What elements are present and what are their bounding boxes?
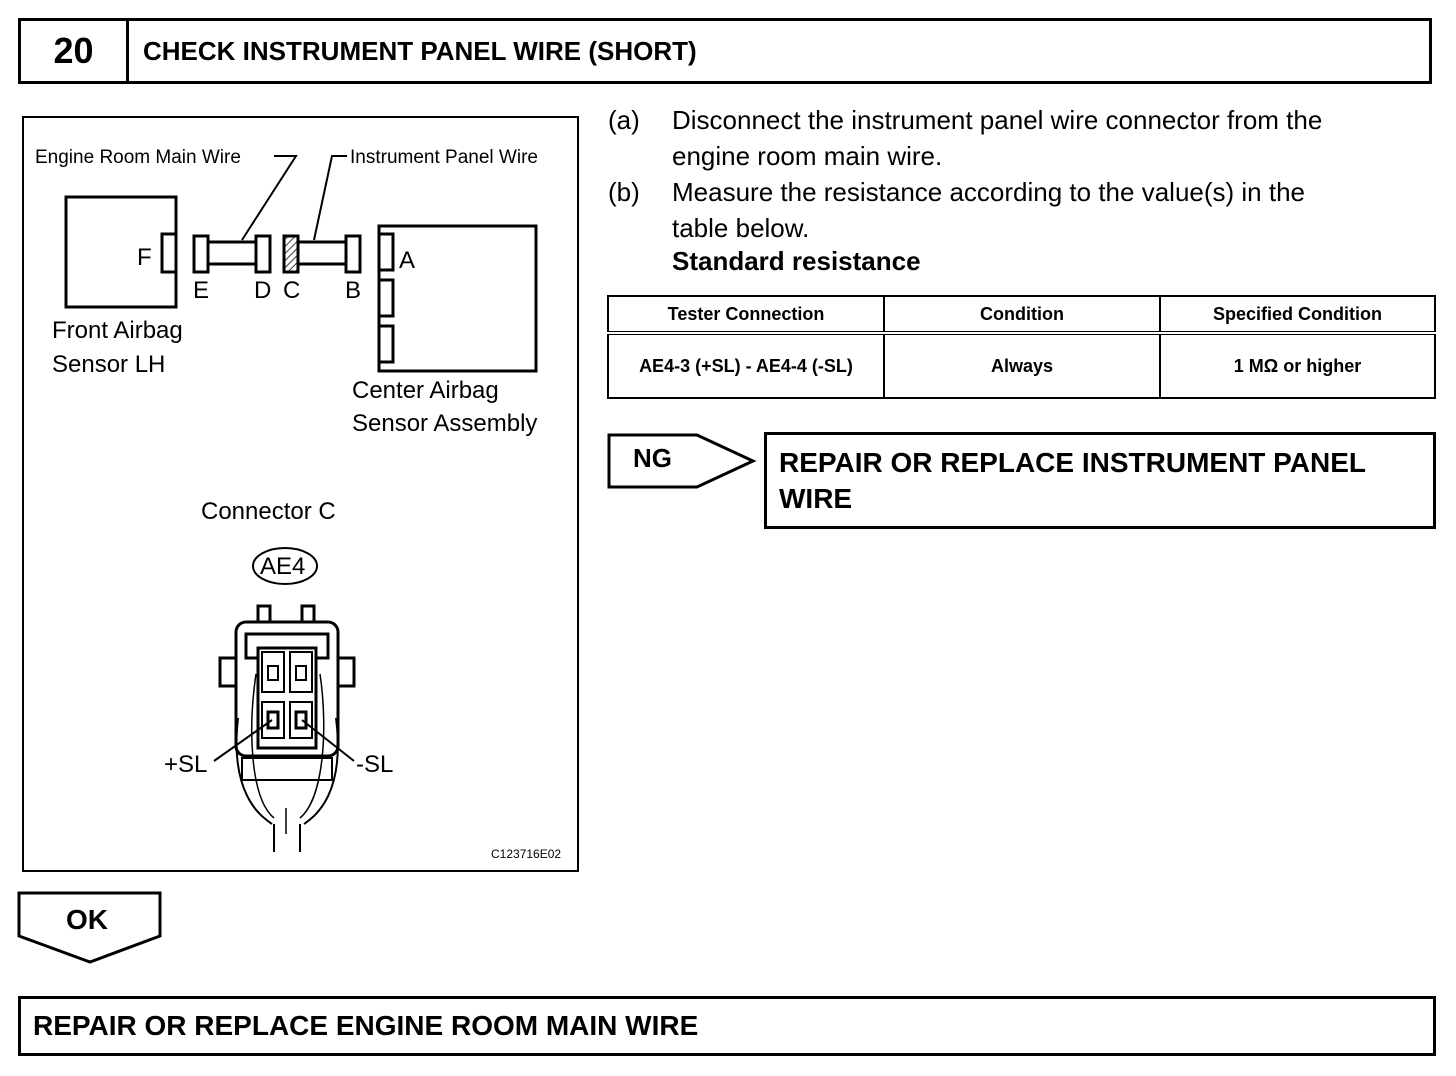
ok-arrow: [17, 891, 162, 964]
pin-c-label: C: [283, 277, 300, 304]
connector-code-ellipse: [252, 547, 318, 585]
figure-code: C123716E02: [491, 847, 561, 861]
table-header-row: Tester Connection Condition Specified Co…: [607, 295, 1436, 334]
instruction-b-label: (b): [608, 177, 640, 207]
minus-sl-label: -SL: [356, 751, 393, 778]
connector-code: AE4: [260, 553, 305, 580]
pin-d-label: D: [254, 277, 271, 304]
spec-table: Tester Connection Condition Specified Co…: [607, 295, 1436, 399]
engine-room-wire: [206, 240, 258, 266]
front-airbag-sensor-label-2: Sensor LH: [52, 351, 165, 378]
instruction-b-line1: Measure the resistance according to the …: [672, 177, 1306, 207]
cell-tester-connection: AE4-3 (+SL) - AE4-4 (-SL): [607, 332, 885, 399]
connector-slot-2: [377, 278, 395, 318]
front-airbag-sensor-box: [64, 195, 178, 309]
instrument-panel-wire: [296, 240, 348, 266]
center-airbag-sensor-label-1: Center Airbag: [352, 377, 499, 404]
connector-slot-3: [377, 324, 395, 364]
instruction-a-label: (a): [608, 105, 640, 135]
connector-ae4-drawing: [213, 604, 356, 852]
panel-wire-leader: [313, 155, 347, 241]
standard-resistance-title: Standard resistance: [672, 246, 921, 276]
pin-f-label: F: [137, 244, 152, 271]
header-condition: Condition: [883, 295, 1161, 334]
wiring-diagram: Engine Room Main Wire Instrument Panel W…: [22, 116, 579, 872]
ng-arrow: [607, 433, 757, 489]
instruction-a-line2: engine room main wire.: [672, 141, 943, 171]
connector-e: [192, 234, 210, 274]
instruction-a-line1: Disconnect the instrument panel wire con…: [672, 105, 1323, 135]
instruction-b-line2: table below.: [672, 213, 810, 243]
connector-d: [254, 234, 272, 274]
front-airbag-sensor-label-1: Front Airbag: [52, 317, 183, 344]
pin-b-label: B: [345, 277, 361, 304]
connector-c: [282, 234, 300, 274]
header-tester-connection: Tester Connection: [607, 295, 885, 334]
ok-label: OK: [66, 904, 108, 935]
ok-action-box: REPAIR OR REPLACE ENGINE ROOM MAIN WIRE: [18, 996, 1436, 1056]
center-airbag-sensor-label-2: Sensor Assembly: [352, 410, 537, 437]
connector-f: [160, 232, 178, 274]
connector-a: [377, 232, 395, 272]
plus-sl-label: +SL: [164, 751, 207, 778]
cell-condition: Always: [883, 332, 1161, 399]
ng-label: NG: [633, 443, 672, 473]
pin-a-label: A: [399, 247, 415, 274]
pin-e-label: E: [193, 277, 209, 304]
engine-wire-leader: [241, 155, 298, 241]
table-row: AE4-3 (+SL) - AE4-4 (-SL) Always 1 MΩ or…: [607, 332, 1436, 399]
step-header: 20 CHECK INSTRUMENT PANEL WIRE (SHORT): [18, 18, 1432, 84]
step-title: CHECK INSTRUMENT PANEL WIRE (SHORT): [143, 35, 697, 66]
instrument-panel-wire-label: Instrument Panel Wire: [350, 147, 538, 168]
cell-specified-condition: 1 MΩ or higher: [1159, 332, 1436, 399]
header-specified-condition: Specified Condition: [1159, 295, 1436, 334]
connector-c-title: Connector C: [201, 498, 336, 525]
ng-action-box: REPAIR OR REPLACE INSTRUMENT PANEL WIRE: [764, 432, 1436, 529]
connector-b: [344, 234, 362, 274]
step-number: 20: [21, 21, 129, 81]
engine-room-main-wire-label: Engine Room Main Wire: [35, 147, 241, 168]
